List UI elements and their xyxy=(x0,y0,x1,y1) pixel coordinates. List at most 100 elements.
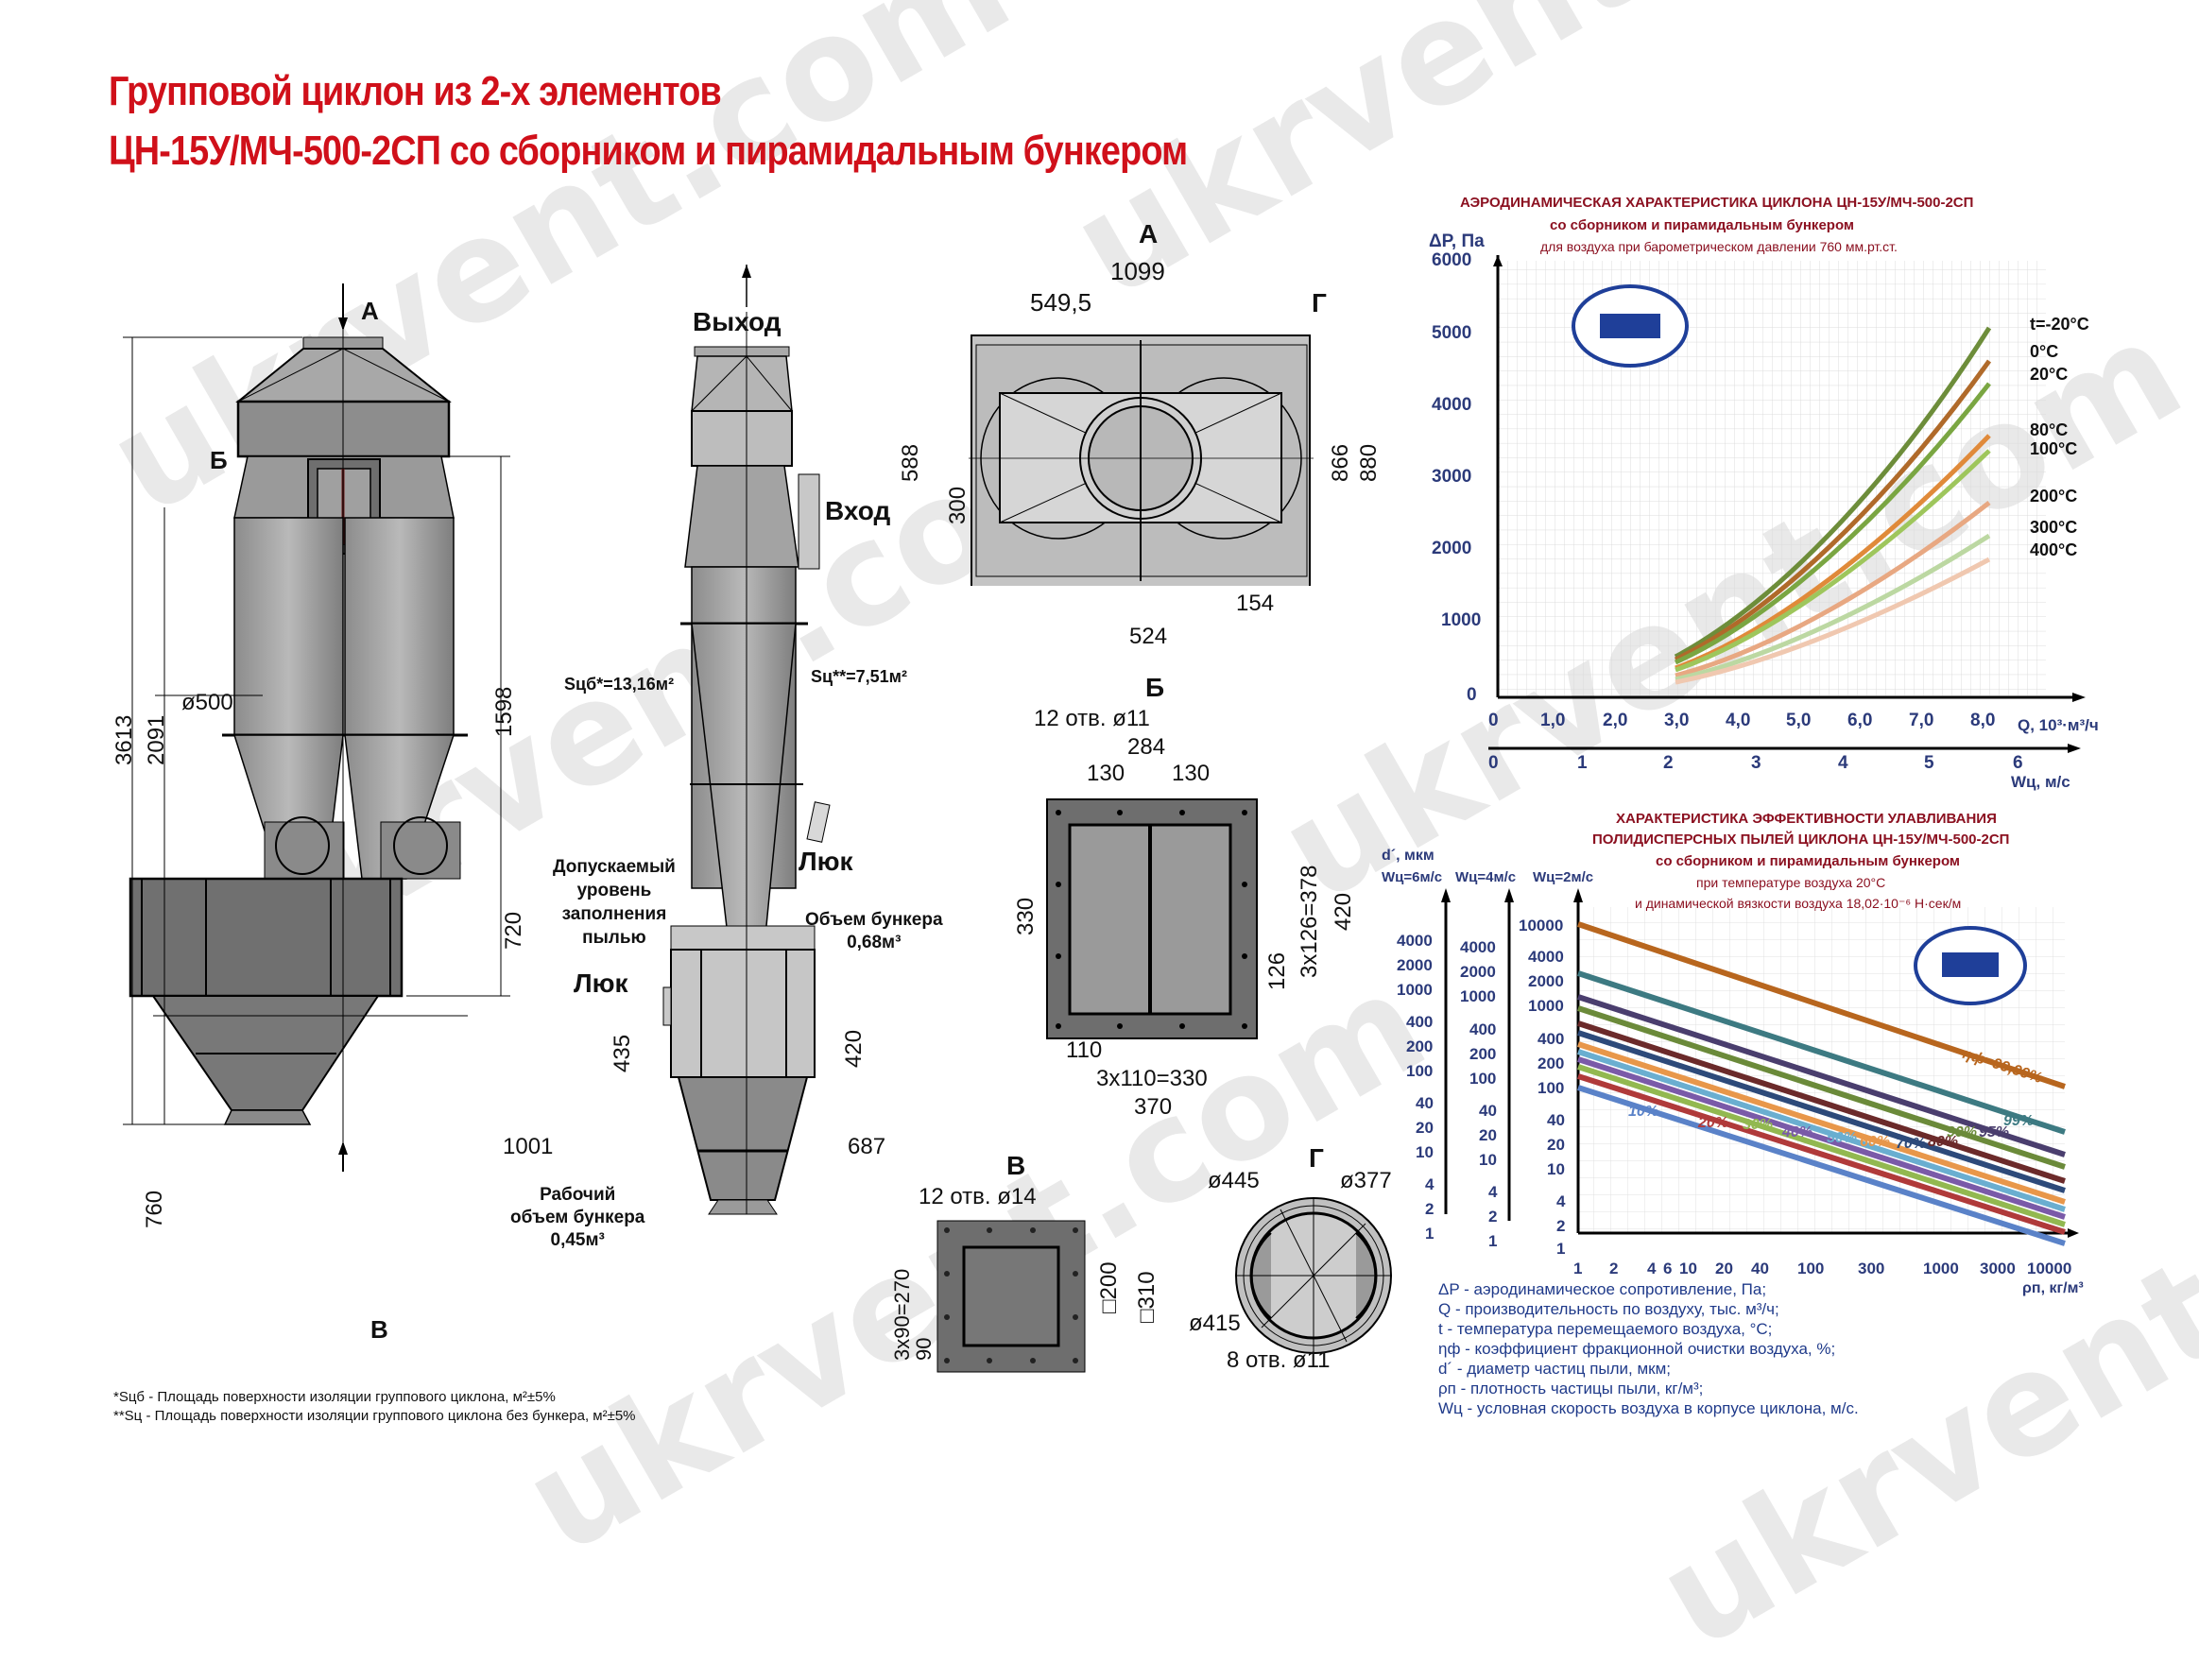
working-volume-label: Рабочий объем бункера 0,45м³ xyxy=(510,1184,644,1252)
dim-3x126: 3x126=378 xyxy=(1297,865,1322,978)
dim-1099: 1099 xyxy=(1110,257,1165,285)
curve-label: 80°C xyxy=(2030,420,2069,439)
dim-310: □310 xyxy=(1134,1271,1160,1323)
eff-xtick: 4 xyxy=(1647,1260,1657,1277)
eff-chart-note1: при температуре воздуха 20°С xyxy=(1696,875,1886,890)
curve-label: 100°C xyxy=(2030,439,2078,458)
dim-284: 284 xyxy=(1127,734,1166,760)
dim-720: 720 xyxy=(501,911,526,950)
eff-xtick: 10000 xyxy=(2027,1260,2072,1277)
eff-axis1-tick: 100 xyxy=(1406,1062,1434,1080)
eff-chart-title2: ПОЛИДИСПЕРСНЫХ ПЫЛЕЙ ЦИКЛОНА ЦН-15У/МЧ-5… xyxy=(1592,831,2010,848)
legend-item: t - температура перемещаемого воздуха, °… xyxy=(1438,1320,1773,1338)
eff-xtick: 6 xyxy=(1663,1260,1673,1277)
dim-1598: 1598 xyxy=(491,686,517,737)
legend-item: ΔP - аэродинамическое сопротивление, Па; xyxy=(1438,1280,1767,1298)
aero-ytick: 5000 xyxy=(1432,323,1472,343)
view-label-a: А xyxy=(361,297,379,325)
dim-90: 90 xyxy=(912,1337,936,1361)
view-b-drawing xyxy=(1046,798,1258,1039)
eff-axis3-tick: 2000 xyxy=(1528,972,1564,990)
dim-524: 524 xyxy=(1129,624,1168,649)
dim-d415: ø415 xyxy=(1189,1311,1241,1336)
holes-g: 8 отв. ø11 xyxy=(1227,1347,1331,1373)
outlet-label: Выход xyxy=(693,307,782,336)
eff-axis3-tick: 20 xyxy=(1547,1136,1565,1154)
eff-axis3-tick: 10 xyxy=(1547,1160,1565,1178)
eff-w4-label: Wц=4м/с xyxy=(1455,869,1517,885)
dim-588: 588 xyxy=(898,443,923,482)
eff-chart-title1: ХАРАКТЕРИСТИКА ЭФФЕКТИВНОСТИ УЛАВЛИВАНИЯ xyxy=(1616,811,1997,827)
eff-axis2-tick: 2000 xyxy=(1460,963,1496,981)
aero-ytick: 4000 xyxy=(1432,395,1472,415)
eff-axis3-tick: 100 xyxy=(1538,1079,1565,1097)
page-title-line2: ЦН-15У/МЧ-500-2СП со сборником и пирамид… xyxy=(109,128,1188,174)
eff-axis2-tick: 100 xyxy=(1469,1070,1497,1088)
footnote-scb: *Sцб - Площадь поверхности изоляции груп… xyxy=(113,1389,556,1405)
eff-line-label: 50% xyxy=(1827,1130,1858,1146)
dim-420-b: 420 xyxy=(1331,892,1356,931)
dim-687: 687 xyxy=(848,1134,886,1159)
aero-xtick-q: 8,0 xyxy=(1970,711,1996,730)
curve-label: 300°C xyxy=(2030,518,2078,537)
eff-xlabel: ρп, кг/м³ xyxy=(2022,1280,2084,1296)
legend-item: Q - производительность по воздуху, тыс. … xyxy=(1438,1300,1779,1318)
dim-435: 435 xyxy=(610,1034,635,1072)
curve-label: 20°C xyxy=(2030,365,2069,384)
eff-xtick: 100 xyxy=(1797,1260,1825,1277)
dim-200: □200 xyxy=(1096,1261,1122,1313)
eff-xtick: 1 xyxy=(1573,1260,1583,1277)
view-a-title: А xyxy=(1139,219,1159,249)
eff-line-label: 10% xyxy=(1628,1104,1659,1120)
eff-line-label: 40% xyxy=(1782,1124,1813,1140)
eff-w2-label: Wц=2м/с xyxy=(1533,869,1594,885)
view-a-drawing xyxy=(969,334,1314,586)
dim-420-side: 420 xyxy=(841,1029,867,1068)
dim-2091: 2091 xyxy=(144,714,169,765)
aero-xtick-q: 3,0 xyxy=(1664,711,1690,730)
eff-w6-label: Wц=6м/с xyxy=(1382,869,1443,885)
eff-axis1-tick: 4000 xyxy=(1397,932,1433,950)
eff-axis3-tick: 10000 xyxy=(1519,917,1564,934)
eff-xtick: 1000 xyxy=(1923,1260,1959,1277)
dim-d377: ø377 xyxy=(1340,1168,1392,1193)
eff-axis1-tick: 2 xyxy=(1425,1200,1435,1218)
working-volume-line: объем бункера xyxy=(510,1208,645,1227)
dim-880: 880 xyxy=(1356,443,1382,482)
holes-b: 12 отв. ø11 xyxy=(1034,706,1150,731)
dim-3613: 3613 xyxy=(112,714,137,765)
eff-axis3-tick: 200 xyxy=(1538,1054,1565,1072)
working-volume-line: 0,45м³ xyxy=(550,1230,605,1250)
eff-line-label: 90% xyxy=(1947,1124,1978,1140)
dim-130-left: 130 xyxy=(1087,761,1125,786)
aero-xtick-q: 5,0 xyxy=(1786,711,1812,730)
view-g-drawing xyxy=(1235,1197,1392,1354)
dim-154: 154 xyxy=(1236,591,1275,616)
eff-axis2-tick: 40 xyxy=(1479,1102,1497,1120)
dim-370: 370 xyxy=(1134,1094,1173,1120)
aero-xtick-w: 2 xyxy=(1663,753,1674,773)
dim-126: 126 xyxy=(1264,951,1290,990)
eff-axis2-tick: 10 xyxy=(1479,1151,1497,1169)
eff-axis3-tick: 2 xyxy=(1556,1217,1566,1235)
eff-xtick: 2 xyxy=(1609,1260,1619,1277)
eff-axis1-tick: 1000 xyxy=(1397,981,1433,999)
side-view-drawing xyxy=(662,265,831,1215)
aero-xlabel-w: Wц, м/с xyxy=(2011,773,2070,791)
surface-area-c: Sц**=7,51м² xyxy=(811,667,907,686)
dim-549-5: 549,5 xyxy=(1030,288,1092,317)
eff-axis3-tick: 1000 xyxy=(1528,997,1564,1015)
eff-y-label: d´, мкм xyxy=(1382,848,1435,864)
aero-xtick-w: 1 xyxy=(1577,753,1588,773)
aero-xtick-q: 7,0 xyxy=(1909,711,1934,730)
eff-axis1-tick: 10 xyxy=(1416,1143,1434,1161)
working-volume-line: Рабочий xyxy=(540,1185,616,1205)
eff-axis3-tick: 400 xyxy=(1538,1030,1565,1048)
dim-110: 110 xyxy=(1066,1037,1103,1063)
eff-axis1-tick: 4 xyxy=(1425,1175,1435,1193)
aero-chart-plot xyxy=(1493,255,2086,702)
eff-axis1-tick: 20 xyxy=(1416,1119,1434,1137)
surface-area-cb: Sцб*=13,16м² xyxy=(564,675,675,694)
page-title-line1: Групповой циклон из 2-х элементов xyxy=(109,68,722,114)
eff-axis3-tick: 1 xyxy=(1556,1240,1566,1258)
